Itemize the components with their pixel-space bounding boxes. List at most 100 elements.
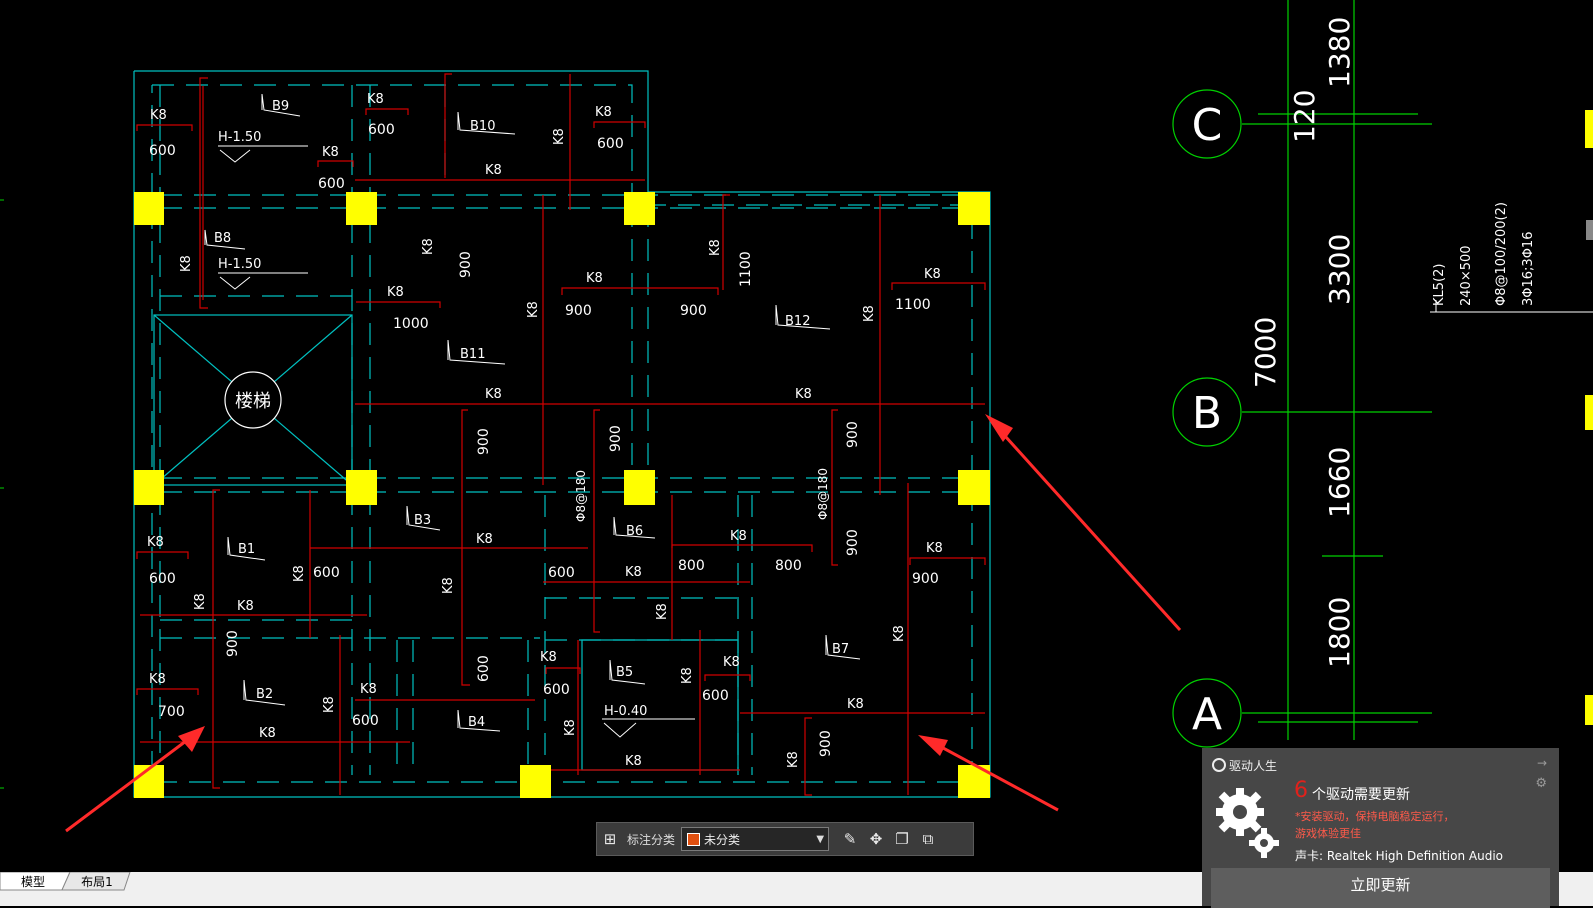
edge-marker-gray (1586, 220, 1593, 240)
dim-label: 800 (775, 558, 802, 574)
rebar-tag: K8 (563, 719, 578, 736)
category-select[interactable]: 未分类 ▼ (681, 827, 830, 851)
beam-tag-line: 3Φ16;3Φ16 (1521, 232, 1536, 306)
rebar-tag: K8 (595, 105, 612, 120)
edge-markers (1585, 110, 1593, 725)
sound-card-info: 声卡: Realtek High Definition Audio (1295, 849, 1504, 863)
rebar-tag: K8 (552, 128, 567, 145)
close-icon[interactable]: → (1536, 756, 1547, 770)
tab-shapes (0, 872, 131, 891)
rebar-tag: K8 (360, 682, 377, 697)
settings-gear-icon[interactable]: ⚙ (1535, 776, 1547, 791)
dim-label: 900 (476, 428, 492, 455)
slab-label: B6 (626, 524, 643, 539)
rebar-tags-vertical: K8 K8 K8 K8 K8 K8 K8 K8 K8 K8 K8 K8 K8 K… (179, 128, 907, 768)
slab-label: B8 (214, 231, 231, 246)
axis-labels: C B A (1192, 100, 1223, 740)
axis-dim-label: 1380 (1323, 17, 1356, 88)
dim-label: 900 (845, 529, 861, 556)
rebar-tag: K8 (680, 667, 695, 684)
grid-icon[interactable]: ⊞ (603, 830, 617, 848)
edit-icon[interactable]: ✎ (843, 830, 857, 848)
rebar-tag: K8 (924, 267, 941, 282)
beam-tag: KL5(2) 240×500 Φ8@100/200(2) 3Φ16;3Φ16 (1432, 202, 1536, 306)
slab-names: B9 B10 B8 B11 B12 B3 B1 B6 B7 B2 B5 B4 H… (214, 99, 849, 730)
stair-label: 楼梯 (235, 391, 271, 412)
rebar-tag: K8 (179, 255, 194, 272)
copy-icon[interactable]: ❐ (895, 830, 909, 848)
elevation-label: H-0.40 (604, 704, 647, 719)
slab-label: B12 (785, 314, 810, 329)
dim-label: 600 (702, 688, 729, 704)
rebar-tag: K8 (526, 301, 541, 318)
rebar-tag: K8 (655, 603, 670, 620)
notification-subtext: *安装驱动，保持电脑稳定运行， (1295, 810, 1455, 823)
chevron-down-icon: ▼ (816, 833, 825, 845)
rebar-tag: K8 (625, 565, 642, 580)
axis-dim-label: 7000 (1249, 317, 1282, 388)
dim-label: 1100 (895, 297, 931, 313)
dim-label: 900 (680, 303, 707, 319)
update-now-button[interactable]: 立即更新 (1211, 868, 1550, 908)
elevation-label: H-1.50 (218, 257, 261, 272)
driver-count: 6 (1294, 778, 1308, 803)
rebar-tag: K8 (625, 754, 642, 769)
rebar-tag: K8 (387, 285, 404, 300)
move-icon[interactable]: ✥ (869, 830, 883, 848)
dim-label: 700 (158, 704, 185, 720)
slab-label: B3 (414, 513, 431, 528)
dist-rebar-label: Φ8@180 (574, 470, 588, 522)
axis-dim-label: 3300 (1323, 234, 1356, 305)
stair-circle (224, 371, 282, 429)
rebar-tag: K8 (147, 535, 164, 550)
slab-label: B7 (832, 642, 849, 657)
annotation-toolbar: ⊞ 标注分类 未分类 ▼ ✎ ✥ ❐ ⧉ (596, 822, 974, 856)
rebar-tag: K8 (421, 238, 436, 255)
category-value: 未分类 (704, 832, 741, 847)
dist-rebar-label: Φ8@180 (816, 468, 830, 520)
tab-model[interactable]: 模型 (20, 875, 45, 889)
slab-labels (204, 93, 861, 738)
rebar-tag: K8 (322, 145, 339, 160)
rebar-tag: K8 (795, 387, 812, 402)
dim-label: 1000 (393, 316, 429, 332)
dimension-labels: 600 600 600 600 1000 900 900 1100 600 60… (149, 122, 939, 729)
annotation-arrows (65, 414, 1182, 833)
dim-label: 600 (352, 713, 379, 729)
axis-grid (1172, 0, 1432, 748)
tab-layout1[interactable]: 布局1 (81, 875, 113, 889)
axis-bubble-label: B (1192, 388, 1222, 439)
rebar-lines (136, 73, 986, 796)
category-label: 标注分类 (627, 832, 676, 847)
dim-label: 900 (608, 425, 624, 452)
rebar-tag: K8 (862, 305, 877, 322)
slab-label: B2 (256, 687, 273, 702)
rebar-tags: K8 K8 K8 K8 K8 K8 K8 K8 K8 K8 K8 K8 K8 K… (147, 92, 943, 769)
dim-label: 600 (149, 571, 176, 587)
notification-message: 个驱动需要更新 (1312, 787, 1410, 803)
rebar-tag: K8 (730, 529, 747, 544)
axis-bubble-label: A (1192, 689, 1222, 740)
dim-label: 1100 (738, 251, 754, 287)
notification-brand: 驱动人生 (1212, 757, 1277, 774)
dim-label: 900 (845, 421, 861, 448)
dim-label: 600 (476, 655, 492, 682)
rebar-tag: K8 (708, 239, 723, 256)
category-color-swatch (687, 832, 701, 846)
rebar-tag: K8 (259, 726, 276, 741)
beam-tag-line: 240×500 (1459, 245, 1474, 306)
driver-update-notification: 驱动人生 → ⚙ 6 个驱动需要更新 *安装驱动，保持电脑稳定运行， 游戏体验更… (1202, 748, 1559, 908)
dim-label: 900 (225, 630, 241, 657)
rebar-tag: K8 (441, 577, 456, 594)
left-edge-ticks (0, 199, 4, 789)
rebar-tag: K8 (149, 672, 166, 687)
dim-label: 900 (565, 303, 592, 319)
paste-icon[interactable]: ⧉ (922, 830, 934, 848)
beam-tag-line: KL5(2) (1432, 264, 1447, 306)
rebar-tag: K8 (586, 271, 603, 286)
dim-label: 600 (318, 176, 345, 192)
dim-label: 900 (912, 571, 939, 587)
rebar-tag: K8 (322, 696, 337, 713)
dim-label: 600 (543, 682, 570, 698)
